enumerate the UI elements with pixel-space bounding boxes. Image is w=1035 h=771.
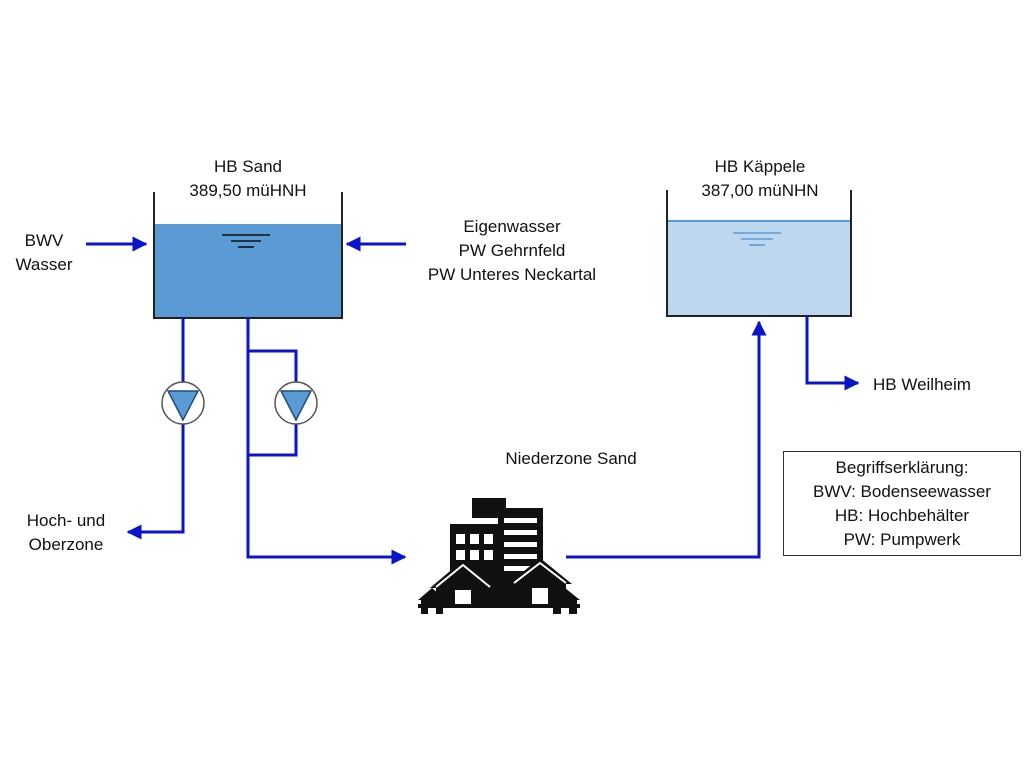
eigenwasser-label: Eigenwasser PW Gehrnfeld PW Unteres Neck… <box>412 215 612 287</box>
eigenwasser-label-line3: PW Unteres Neckartal <box>427 265 597 284</box>
tank-hb-sand-elevation: 389,50 müHNH <box>189 181 307 200</box>
tank-hb-sand-name: HB Sand <box>213 157 283 176</box>
bwv-label-line2: Wasser <box>15 255 73 274</box>
legend-box: Begriffserklärung: BWV: Bodenseewasser H… <box>783 451 1021 556</box>
pipe-hoch-oberzone <box>126 318 185 540</box>
legend-item: PW: Pumpwerk <box>843 530 961 549</box>
hoch-oberzone-label-line2: Oberzone <box>28 535 104 554</box>
hb-weilheim-label: HB Weilheim <box>873 375 971 394</box>
tank-hb-sand <box>153 192 343 319</box>
pipe-hb-weilheim <box>805 316 860 391</box>
legend-title: Begriffserklärung: <box>835 458 969 477</box>
eigenwasser-label-line2: PW Gehrnfeld <box>458 241 566 260</box>
tank-hb-kaeppele-elevation: 387,00 müNHN <box>701 181 819 200</box>
tank-hb-sand-water <box>154 224 342 318</box>
tank-hb-kaeppele-outline <box>666 190 852 317</box>
tank-hb-kaeppele-label: HB Käppele 387,00 müNHN <box>665 155 855 203</box>
pump-icon <box>274 381 318 425</box>
hoch-oberzone-label: Hoch- und Oberzone <box>16 509 116 557</box>
bwv-wasser-label: BWV Wasser <box>4 229 84 277</box>
niederzone-sand-label: Niederzone Sand <box>505 449 637 468</box>
legend-item: BWV: Bodenseewasser <box>813 482 991 501</box>
eigenwasser-label-line1: Eigenwasser <box>463 217 561 236</box>
pump-icon <box>161 381 205 425</box>
city-icon <box>418 498 580 614</box>
tank-hb-sand-label: HB Sand 389,50 müHNH <box>158 155 338 203</box>
legend-item: HB: Hochbehälter <box>834 506 970 525</box>
hoch-oberzone-label-line1: Hoch- und <box>26 511 106 530</box>
tank-hb-kaeppele <box>666 190 852 317</box>
tank-hb-kaeppele-name: HB Käppele <box>714 157 806 176</box>
tank-hb-kaeppele-water <box>667 221 851 316</box>
pipes <box>86 236 860 565</box>
pipe-niederzone-sand <box>246 318 407 565</box>
pipe-kaeppele-inflow <box>566 320 767 559</box>
water-surface-icon <box>733 232 781 246</box>
bwv-label-line1: BWV <box>24 231 64 250</box>
water-surface-icon <box>222 234 270 248</box>
